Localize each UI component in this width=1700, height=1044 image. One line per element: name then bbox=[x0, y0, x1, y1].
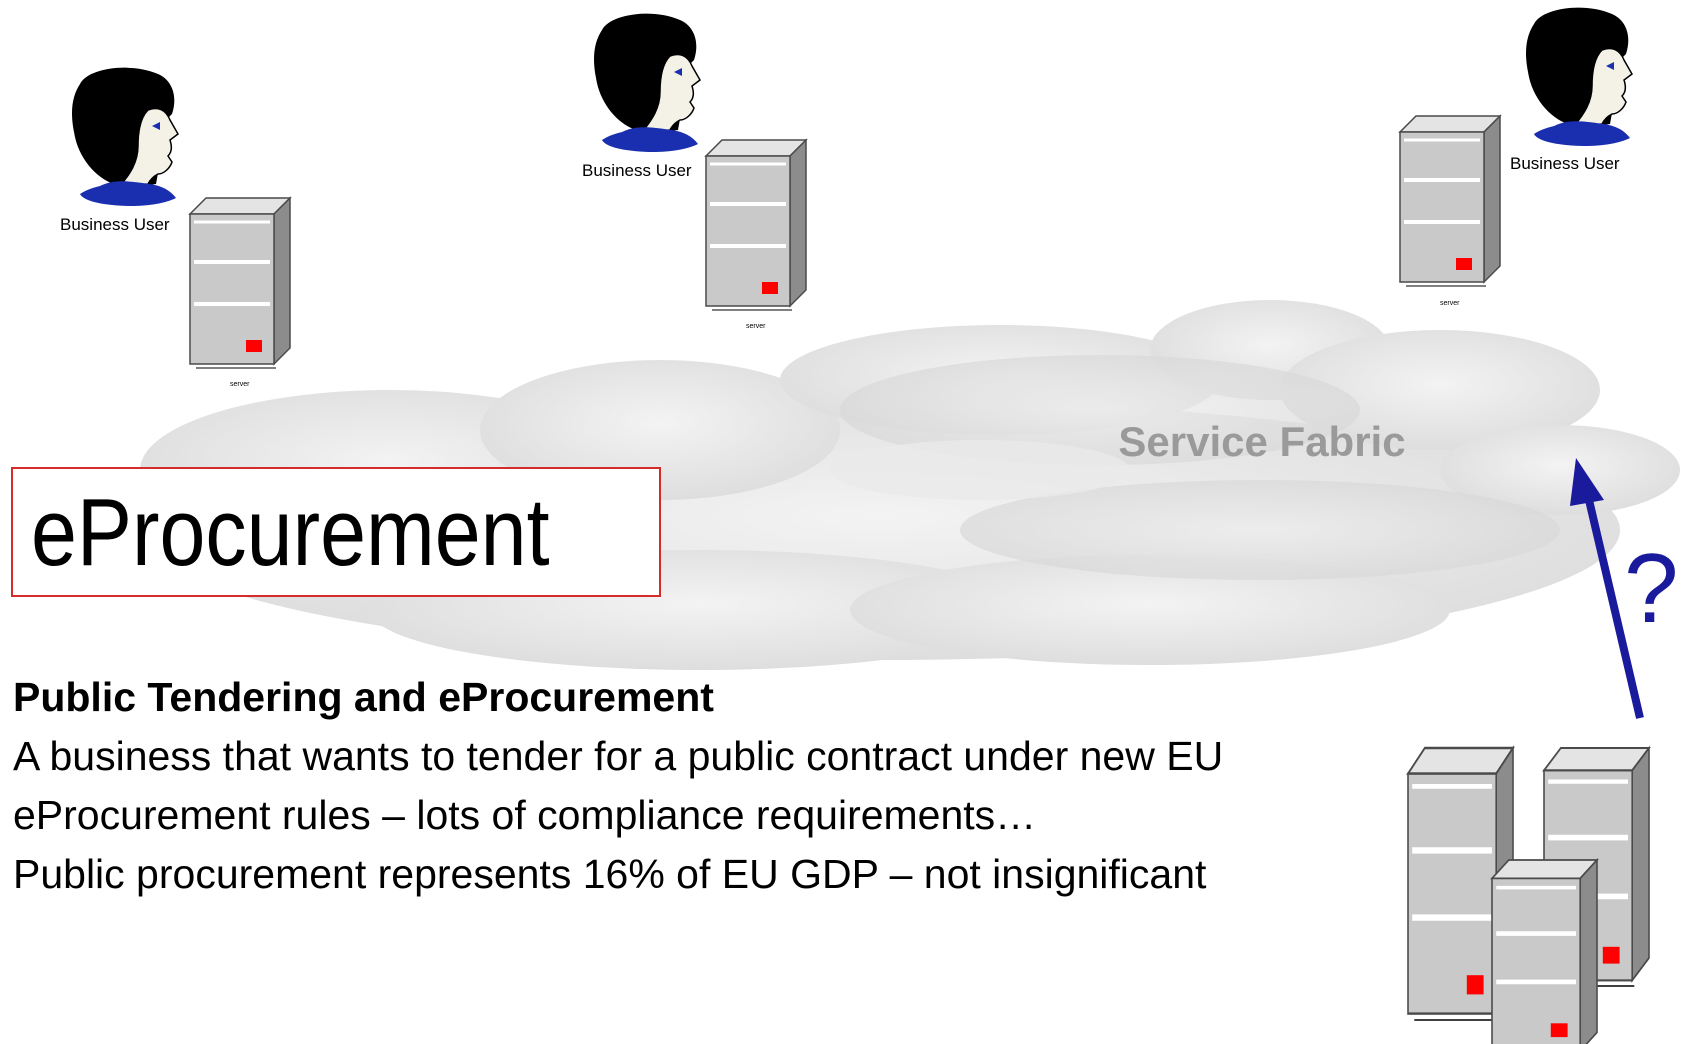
business-user-label: Business User bbox=[1510, 154, 1620, 173]
question-mark: ? bbox=[1624, 533, 1679, 643]
page-title: eProcurement bbox=[31, 479, 550, 586]
upload-arrow bbox=[1570, 458, 1644, 719]
server-label: server bbox=[1440, 300, 1460, 307]
server-icon bbox=[188, 196, 292, 370]
business-user-icon bbox=[1525, 6, 1633, 147]
server-icon bbox=[704, 138, 808, 312]
server-label: server bbox=[746, 323, 766, 330]
server-label: server bbox=[230, 381, 250, 388]
business-user-icon bbox=[71, 66, 179, 207]
server-cluster-icon bbox=[1408, 748, 1649, 1044]
paragraph: Public procurement represents 16% of EU … bbox=[13, 851, 1207, 897]
business-user-label: Business User bbox=[60, 215, 170, 234]
server-icon bbox=[1398, 114, 1502, 288]
title-box: eProcurement bbox=[11, 467, 661, 597]
paragraph: A business that wants to tender for a pu… bbox=[13, 733, 1224, 838]
cloud-label: Service Fabric bbox=[1118, 418, 1405, 465]
business-user-label: Business User bbox=[582, 161, 692, 180]
section-heading: Public Tendering and eProcurement bbox=[13, 674, 714, 720]
business-user-icon bbox=[593, 12, 701, 153]
body-text: Public Tendering and eProcurement A busi… bbox=[13, 668, 1343, 904]
